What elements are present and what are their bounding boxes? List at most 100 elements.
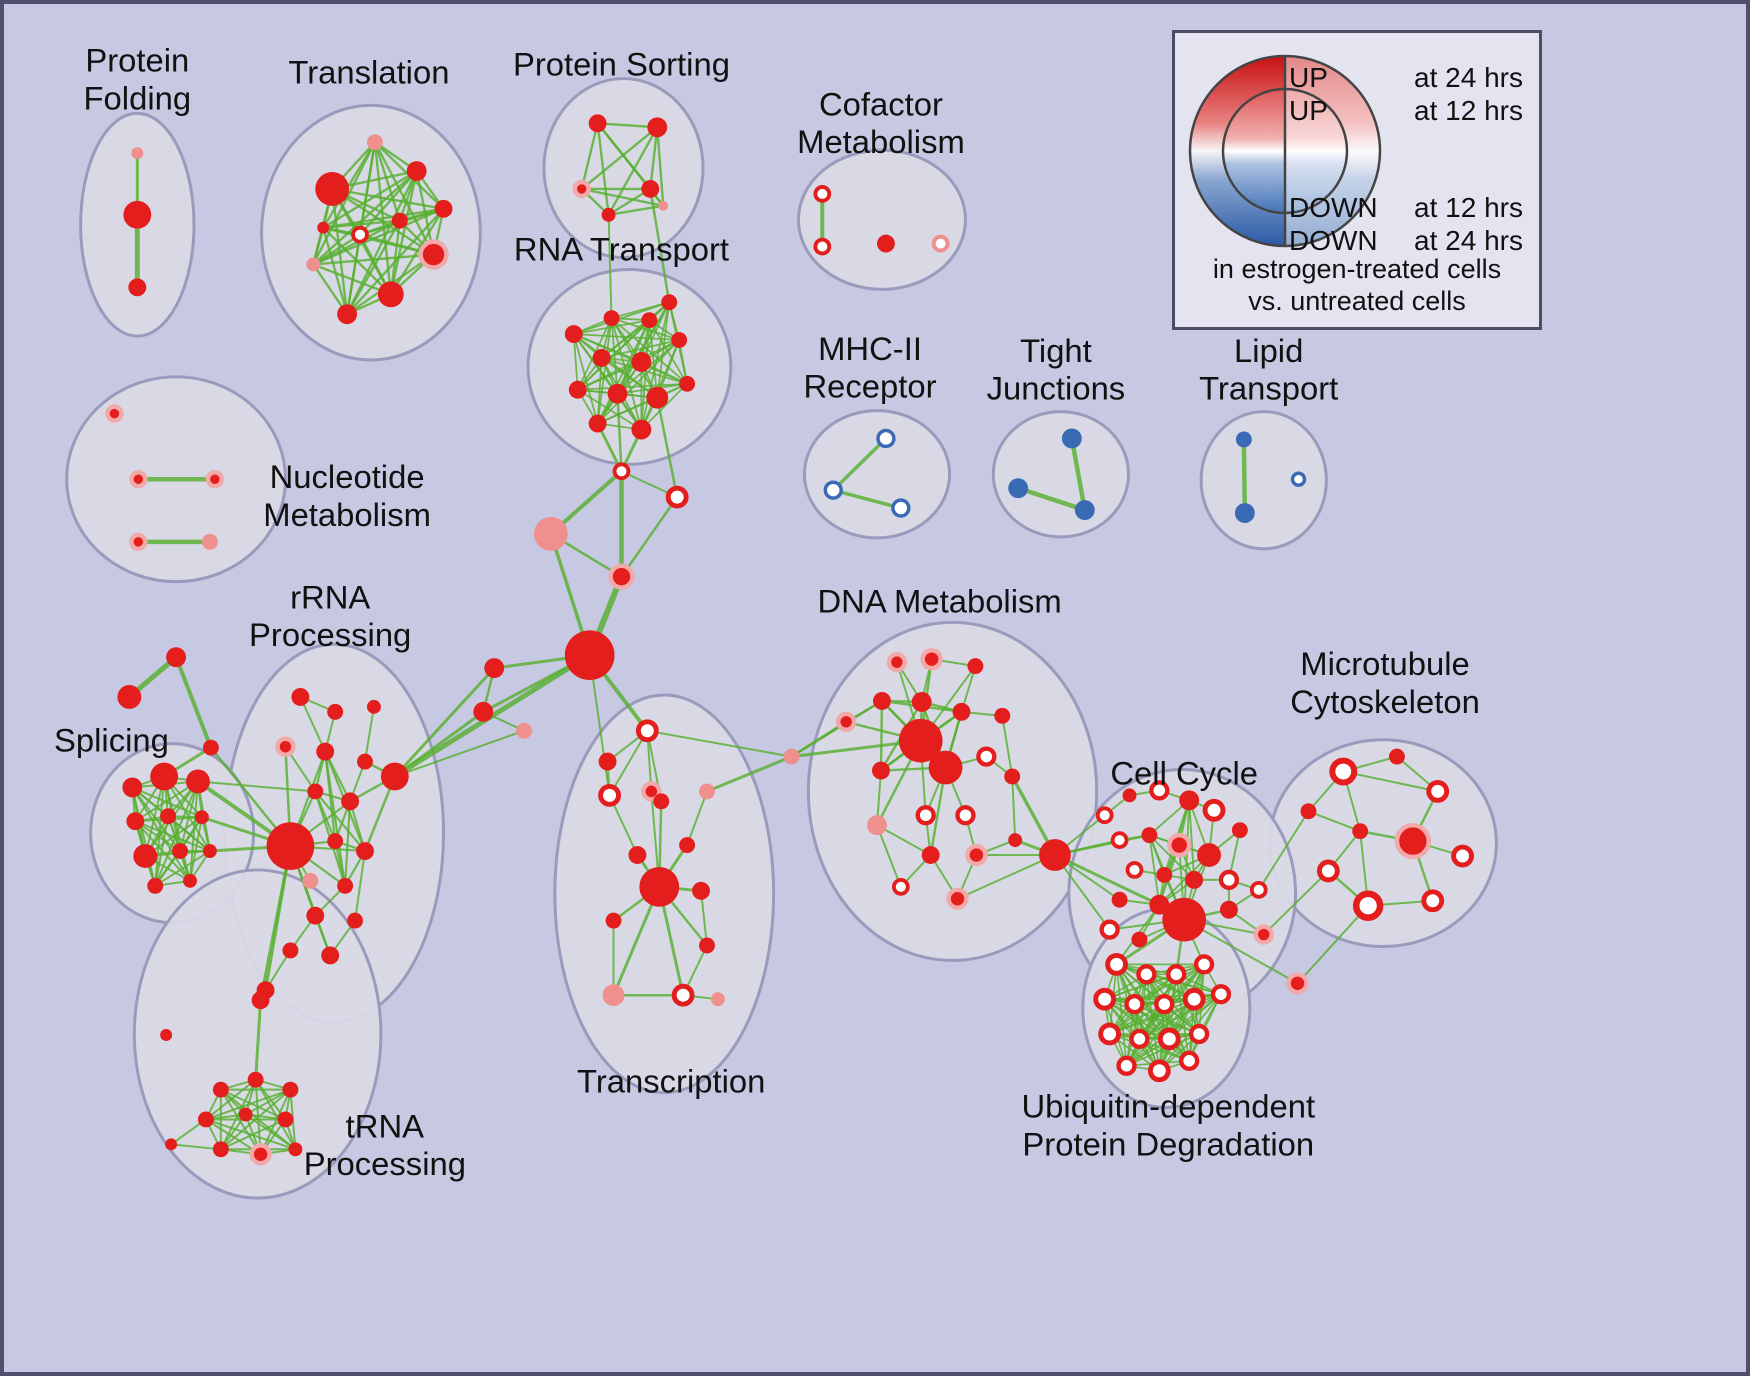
node-mt6 [1394, 822, 1431, 860]
node-spc [202, 739, 219, 756]
edge-dn13-dn19 [1011, 776, 1017, 841]
edge-sp5-sp10 [154, 816, 170, 887]
edge-sp9-sp10 [154, 850, 211, 887]
node-rt4 [671, 332, 688, 348]
node-tn2 [247, 1071, 264, 1088]
node-sp8 [172, 843, 189, 859]
cluster-ellipse-mhc-ii-receptor [802, 409, 952, 540]
node-cy3 [1149, 780, 1170, 801]
node-cy14 [1218, 869, 1240, 891]
edge-rt2-rt10 [610, 317, 688, 385]
cluster-label-nucleotide-metabolism: Metabolism [263, 496, 431, 533]
edge-cy19-mt4 [1257, 810, 1310, 891]
node-cy2 [1122, 788, 1137, 803]
edge-rt3-rt11 [596, 319, 651, 424]
node-mt2 [1388, 748, 1405, 765]
edge-tr6-tr10 [322, 226, 392, 296]
node-rt1 [564, 325, 583, 344]
node-ub10 [1098, 1022, 1122, 1046]
cluster-label-translation: Translation [288, 54, 449, 91]
node-ch1 [612, 462, 631, 481]
edge-rn3-rn6 [364, 706, 375, 762]
node-tn1 [212, 1081, 229, 1098]
cluster-label-microtubule-cytoskeleton: Microtubule [1300, 645, 1470, 682]
edge-ub13-ub14 [1126, 1033, 1200, 1067]
node-tx15 [710, 992, 725, 1007]
cluster-label-trna-processing: Processing [304, 1145, 466, 1182]
node-rt3 [641, 312, 658, 329]
cluster-label-rrna-processing: Processing [249, 616, 411, 653]
node-tn9 [288, 1142, 303, 1157]
node-dn17 [921, 846, 940, 864]
edge-ps2-ps5 [607, 126, 659, 216]
node-rn17 [321, 946, 340, 965]
cluster-ellipse-dna-metabolism [806, 620, 1099, 962]
node-dn16 [955, 805, 976, 826]
cluster-label-microtubule-cytoskeleton: Cytoskeleton [1290, 683, 1480, 720]
node-cy16 [1149, 894, 1170, 915]
cluster-label-protein-sorting: Protein Sorting [513, 46, 730, 83]
edge-cy0-cy16 [1054, 853, 1160, 907]
edge-tn6-tn7 [220, 1118, 286, 1151]
node-pf3 [128, 278, 147, 297]
edge-sp5-sp9 [167, 815, 211, 852]
node-dn2 [886, 651, 908, 673]
node-tx4 [598, 783, 621, 807]
edge-tr3-tr6 [389, 170, 418, 295]
edge-rt2-rt8 [610, 318, 619, 394]
edge-tx1-tx4 [608, 730, 649, 796]
node-tn4 [197, 1111, 214, 1128]
edge-sp2-sp9 [163, 775, 211, 852]
edge-ps2-ps3 [580, 126, 659, 190]
node-tn7 [212, 1141, 229, 1158]
legend-time-label: at 24 hrs [1414, 61, 1523, 93]
edge-rt10-rt11 [597, 382, 688, 425]
node-rn3 [366, 699, 381, 714]
node-cy6 [1231, 822, 1248, 839]
node-tx10 [692, 881, 710, 900]
node-cy5 [1202, 798, 1226, 822]
legend-caption-line2: vs. untreated cells [1248, 286, 1466, 316]
node-mt9 [1352, 890, 1384, 921]
node-tx5 [653, 793, 670, 810]
edge-ps5-rt2 [607, 214, 613, 319]
cluster-label-ubiquitin-degradation: Ubiquitin-dependent [1021, 1087, 1315, 1124]
node-rn6 [357, 753, 373, 770]
node-lt1 [1235, 431, 1252, 448]
node-ub1 [1105, 952, 1128, 976]
edge-ub9-ub11 [1139, 993, 1222, 1040]
node-mt8 [1316, 859, 1340, 883]
node-cy18 [1219, 900, 1238, 919]
node-sp5 [160, 808, 177, 825]
node-dn3 [920, 647, 943, 671]
node-sp6 [194, 810, 209, 825]
node-cm2 [813, 237, 832, 256]
node-tn11 [160, 1029, 173, 1041]
node-dn19 [1008, 833, 1023, 848]
edge-tn2-tn9 [254, 1079, 297, 1150]
edge-rt1-rt7 [572, 334, 579, 390]
node-cy0 [1039, 839, 1071, 871]
edge-tn5-tn9 [245, 1113, 296, 1151]
legend-direction-label: DOWN [1289, 191, 1378, 223]
edge-rt2-rt11 [596, 318, 613, 424]
node-tx13 [602, 984, 625, 1007]
node-rn9 [341, 792, 360, 811]
cluster-label-ubiquitin-degradation: Protein Degradation [1022, 1125, 1314, 1162]
node-mtx [1286, 972, 1309, 995]
edge-ps1-ps3 [580, 123, 599, 190]
cluster-label-cell-cycle: Cell Cycle [1110, 754, 1258, 791]
cluster-label-cofactor-metabolism: Metabolism [797, 123, 965, 160]
node-mt5 [1352, 823, 1369, 840]
node-dn14 [867, 815, 887, 836]
node-ub8 [1182, 987, 1206, 1011]
edge-cy8-cy13 [1148, 834, 1195, 881]
edge-ps1-ps5 [596, 123, 610, 215]
cluster-label-mhc-ii-receptor: MHC-II [818, 330, 922, 367]
node-rn14 [306, 906, 325, 925]
node-rn4 [275, 736, 296, 757]
legend-row-down-12: DOWN at 12 hrs [1175, 191, 1539, 224]
node-nm4 [129, 532, 148, 552]
cluster-label-lipid-transport: Transport [1199, 370, 1338, 407]
node-rn13 [337, 877, 354, 894]
